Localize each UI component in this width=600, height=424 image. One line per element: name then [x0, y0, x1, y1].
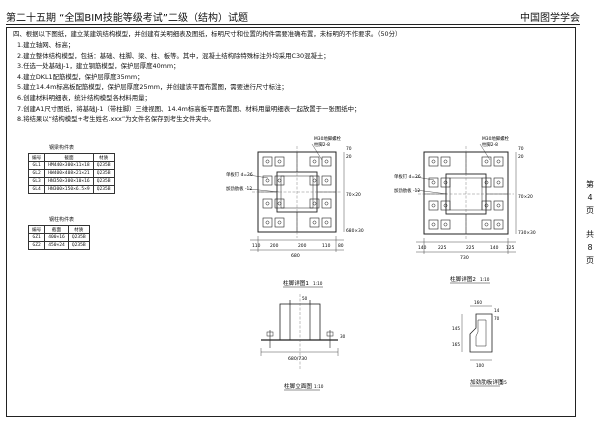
dim-right-2: 70: [518, 146, 524, 152]
dim-bottom-2: 225: [466, 245, 475, 251]
dim-right-2: 730×30: [518, 230, 536, 236]
drawing-title-2: 柱脚详图2: [450, 275, 476, 283]
dim-bottom-1: 110: [252, 243, 261, 249]
dim-bottom-1: 80: [338, 243, 344, 249]
table-row: GL4 HN300×150×6.5×9 Q235B: [27, 185, 115, 194]
dim-bottom-1: 200: [270, 243, 279, 249]
beam-table-caption: 钢梁构件表: [49, 145, 75, 151]
dim-bottom-2: 125: [506, 245, 515, 251]
bolt-label-2b: 柱脚2-8: [482, 141, 498, 148]
column-table: 编号 截面 材质 GZ1 400×16 Q235B GZ2 450×24 Q23…: [27, 225, 90, 250]
dim-total-1: 680: [291, 253, 300, 259]
table-row: GZ2 450×24 Q235B: [27, 241, 90, 250]
question-intro: 四、根据以下图纸，建立某建筑结构模型，并创建有关明细表及图纸，标明尺寸和位置的构…: [13, 30, 402, 38]
question-item: 6.创建材料明细表，统计结构模型各材料用量；: [17, 93, 151, 102]
drawing-scale-4: 1:5: [500, 380, 507, 385]
dim-right-1: 20: [346, 154, 352, 160]
stiffener-dim-top: 160: [474, 300, 482, 305]
column-base-detail-2: [415, 143, 517, 284]
dim-right-1: 70: [346, 146, 352, 152]
dim-right-1: 680×30: [346, 228, 364, 234]
question-item: 1.建立轴网、标高；: [17, 41, 75, 49]
drawing-frame: [6, 27, 576, 417]
bolt-label-1b: 柱脚2-8: [314, 141, 330, 148]
question-item: 8.将结果以“结构模型+考生姓名.xxx”为文件名保存到考生文件夹中。: [17, 115, 215, 124]
page-char: 第: [586, 180, 594, 189]
column-base-detail-1: [248, 143, 345, 288]
stiffener-dim-side: 165: [452, 342, 460, 347]
base-label-2: 单板钉 d=26: [394, 173, 421, 180]
total-page-number: 8: [587, 243, 593, 252]
drawing-scale-2: 1:10: [480, 277, 490, 282]
dim-bottom-2: 140: [418, 245, 427, 251]
stiffener-detail: [461, 305, 500, 387]
drawing-title-4: 加劲肋板详图: [470, 378, 504, 386]
question-item: 4.建立DKL1配筋模型，保护层厚度35mm；: [17, 72, 144, 81]
stiffener-dim-bottom: 100: [476, 363, 484, 368]
question-item: 3.任选一处基础J-1，建立钢筋模型，保护层厚度40mm；: [17, 62, 180, 71]
drawing-scale-1: 1:10: [313, 281, 323, 286]
column-base-elevation: [260, 294, 339, 391]
column-table-caption: 钢柱构件表: [49, 217, 75, 223]
question-items: 1.建立轴网、标高； 2.建立整体结构模型，包括：基础、柱脚、梁、柱、板等。其中…: [17, 40, 360, 125]
page-char: 页: [586, 206, 594, 215]
dim-right-2: 20: [518, 154, 524, 160]
stiffener-dim-side: 145: [452, 326, 460, 331]
drawing-scale-3: 1:10: [314, 384, 324, 389]
elevation-dim-side: 30: [340, 334, 346, 339]
dim-bottom-1: 110: [322, 243, 331, 249]
beam-table: 编号 截面 材质 GL1 HM440×300×11×18 Q235B GL2 H…: [27, 153, 115, 194]
dim-bottom-2: 140: [490, 245, 499, 251]
dim-right-2: 70×20: [518, 194, 533, 200]
question-item: 5.建立14.4m标高板配筋模型，保护层厚度25mm，并创建该平面布置图，需要进…: [17, 83, 288, 92]
question-item: 7.创建A1尺寸图纸，将基础J-1（带柱脚）三维视图、14.4m标高板平面布置图…: [17, 104, 361, 113]
header-rule: [6, 24, 580, 25]
table-cell: GL4: [27, 185, 46, 194]
page-char: 共: [586, 230, 594, 239]
elevation-dim-total: 680/730: [288, 356, 307, 362]
table-cell: Q235B: [67, 241, 90, 250]
header-organization: 中国图学学会: [520, 13, 580, 24]
page-indicator: 第 4 页: [584, 178, 596, 217]
table-cell: GZ2: [27, 241, 46, 250]
dim-total-2: 730: [460, 255, 469, 261]
question-item: 2.建立整体结构模型，包括：基础、柱脚、梁、柱、板等。其中，混凝土结构除特殊标注…: [17, 51, 330, 60]
elevation-dim-top: 50: [302, 296, 308, 301]
page-char: 页: [586, 256, 594, 265]
dim-bottom-2: 225: [438, 245, 447, 251]
stiffener-dim-top: 70: [494, 316, 500, 321]
table-cell: Q235B: [92, 185, 115, 194]
dim-bottom-1: 200: [298, 243, 307, 249]
drawing-title-3: 柱脚立面图: [284, 382, 312, 390]
drawing-title-1: 柱脚详图1: [283, 279, 309, 287]
total-pages-indicator: 共 8 页: [584, 228, 596, 267]
bolt-label-2: M30地脚螺栓: [482, 135, 510, 142]
dim-right-1: 70×20: [346, 192, 361, 198]
stiffener-dim-top: 14: [494, 308, 500, 313]
header-title: 第二十五期 “全国BIM技能等级考试”二级（结构）试题: [6, 13, 248, 24]
page-number: 4: [587, 193, 593, 202]
stiffener-label-2: 加劲肋板 -12: [394, 187, 420, 194]
base-label-1: 单板钉 d=26: [226, 171, 253, 178]
bolt-label-1: M30地脚螺栓: [314, 135, 342, 142]
stiffener-label-1: 加劲肋板 -12: [226, 185, 252, 192]
